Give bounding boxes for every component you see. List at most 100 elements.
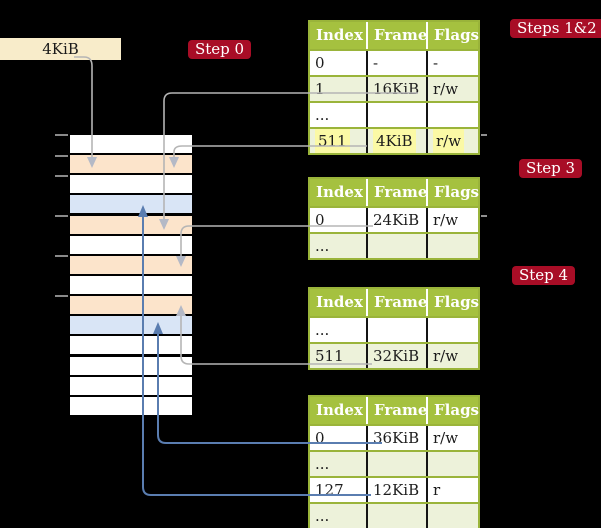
cell-flags: r/w: [426, 208, 478, 232]
cell-text: 1: [315, 80, 325, 98]
memory-tick: [55, 215, 68, 217]
table-header-row: Index Frame Flags: [310, 22, 479, 49]
page-table-steps-1-2: Index Frame Flags 0 - - 1 16KiB r/w ... …: [308, 20, 480, 155]
table-row: 511 32KiB r/w: [310, 342, 478, 368]
cell-index: 0: [310, 208, 366, 232]
memory-row: [70, 235, 192, 254]
memory-row: [70, 296, 192, 315]
step-3-badge: Step 3: [519, 159, 583, 178]
cell-text: -: [373, 54, 379, 72]
memory-row: [70, 255, 192, 274]
cell-flags: [426, 452, 478, 476]
cell-frame: 16KiB: [366, 77, 426, 101]
cell-index: 0: [310, 51, 366, 75]
table-header-row: Index Frame Flags: [310, 179, 479, 206]
cell-flags: r/w: [426, 344, 478, 368]
cell-text: r/w: [433, 211, 459, 229]
header-cell-frame: Frame: [366, 22, 427, 49]
cell-flags: -: [426, 51, 478, 75]
table-row: ...: [310, 316, 478, 342]
cell-text: 32KiB: [373, 347, 420, 365]
cell-text: 16KiB: [373, 80, 420, 98]
physical-memory-column: [70, 135, 192, 415]
cell-text: 12KiB: [373, 481, 420, 499]
table-row: 0 24KiB r/w: [310, 206, 478, 232]
cell-flags: [426, 103, 478, 127]
cell-index: ...: [310, 318, 366, 342]
cell-text: r/w: [433, 129, 465, 153]
cell-flags: [426, 318, 478, 342]
cell-text: r/w: [433, 347, 459, 365]
table-row: ...: [310, 450, 478, 476]
header-cell-frame: Frame: [366, 289, 427, 316]
cell-index: 511: [310, 129, 366, 153]
cell-frame: 12KiB: [366, 478, 426, 502]
cell-text: ...: [315, 455, 330, 473]
table-header-row: Index Frame Flags: [310, 397, 479, 424]
memory-tick: [55, 295, 68, 297]
memory-tick: [55, 255, 68, 257]
cell-flags: r/w: [426, 426, 478, 450]
steps-1-2-badge: Steps 1&2: [510, 19, 601, 38]
cell-text: 0: [315, 54, 325, 72]
cell-text: -: [433, 54, 439, 72]
memory-tick: [55, 175, 68, 177]
cell-index: ...: [310, 103, 366, 127]
page-table-final-level: Index Frame Flags 0 36KiB r/w ... 127 12…: [308, 395, 480, 528]
cell-text: 24KiB: [373, 211, 420, 229]
cell-frame: [366, 103, 426, 127]
table-row: ...: [310, 232, 478, 258]
cell-frame: [366, 234, 426, 258]
cell-frame: [366, 504, 426, 528]
header-cell-index: Index: [316, 26, 363, 44]
table-row-highlighted: 511 4KiB r/w: [310, 127, 478, 153]
cell-index: 127: [310, 478, 366, 502]
table-row: 0 - -: [310, 49, 478, 75]
cell-text: ...: [315, 321, 330, 339]
memory-tick: [55, 155, 68, 157]
header-cell-flags: Flags: [426, 289, 479, 316]
cell-text: ...: [315, 507, 330, 525]
cell-text: 127: [315, 481, 344, 499]
header-cell-index: Index: [316, 401, 363, 419]
cell-text: r/w: [433, 429, 459, 447]
header-cell-frame: Frame: [366, 179, 427, 206]
table-row: 1 16KiB r/w: [310, 75, 478, 101]
cell-text: 36KiB: [373, 429, 420, 447]
header-cell-flags: Flags: [426, 179, 479, 206]
step-4-badge: Step 4: [512, 266, 576, 285]
cell-text: r: [433, 481, 441, 499]
memory-row: [70, 356, 192, 375]
cell-text: ...: [315, 237, 330, 255]
memory-row: [70, 175, 192, 194]
table-row: ...: [310, 502, 478, 528]
memory-row: [70, 316, 192, 335]
header-cell-index: Index: [316, 293, 363, 311]
cell-index: 1: [310, 77, 366, 101]
memory-row: [70, 155, 192, 174]
memory-row: [70, 135, 192, 153]
cell-text: 4KiB: [373, 129, 416, 153]
cell-frame: [366, 318, 426, 342]
cell-text: 0: [315, 429, 325, 447]
page-table-step-4: Index Frame Flags ... 511 32KiB r/w: [308, 287, 480, 370]
header-cell-flags: Flags: [426, 22, 479, 49]
cell-index: 511: [310, 344, 366, 368]
cell-flags: r/w: [426, 129, 478, 153]
step-0-badge: Step 0: [188, 40, 252, 59]
cell-text: ...: [315, 106, 330, 124]
cell-index: ...: [310, 504, 366, 528]
memory-row: [70, 275, 192, 294]
table-row: 0 36KiB r/w: [310, 424, 478, 450]
cell-flags: r/w: [426, 77, 478, 101]
cell-flags: [426, 234, 478, 258]
header-cell-flags: Flags: [426, 397, 479, 424]
page-table-step-3: Index Frame Flags 0 24KiB r/w ...: [308, 177, 480, 260]
cell-frame: [366, 452, 426, 476]
cell-flags: r: [426, 478, 478, 502]
cell-frame: 32KiB: [366, 344, 426, 368]
table-row: 127 12KiB r: [310, 476, 478, 502]
memory-row: [70, 215, 192, 234]
memory-row: [70, 336, 192, 355]
cell-index: 0: [310, 426, 366, 450]
